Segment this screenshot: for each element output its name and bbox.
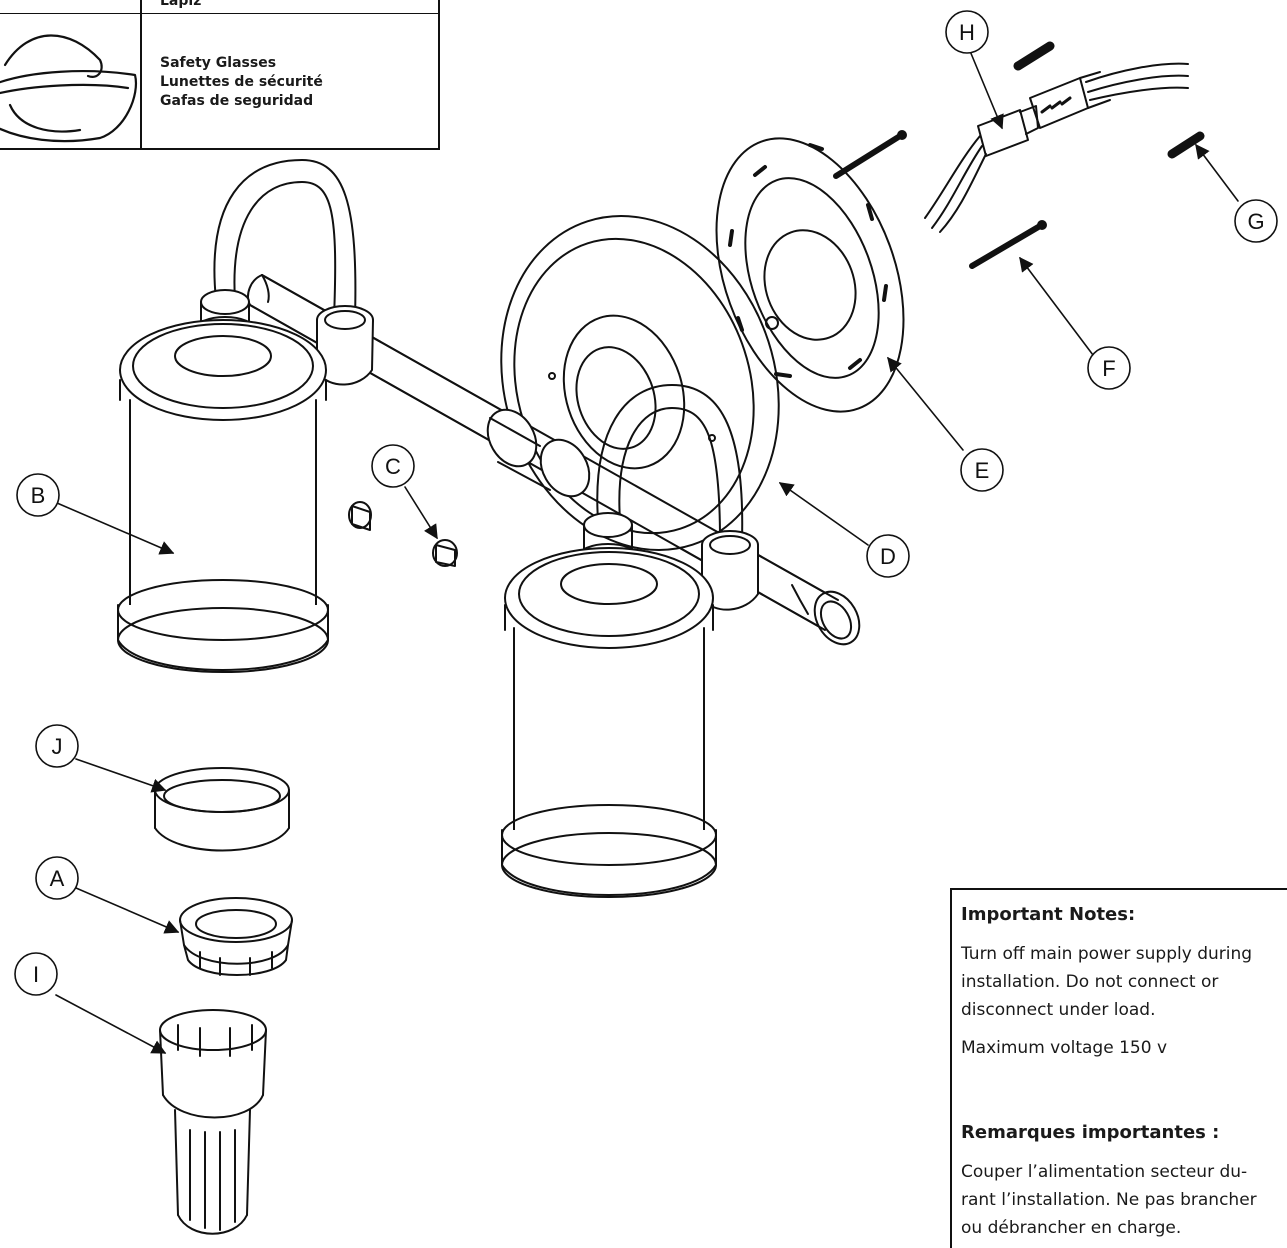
- svg-text:A: A: [50, 866, 65, 891]
- left-shade: [117, 159, 374, 673]
- tool-safety-glasses-label: Safety Glasses Lunettes de sécurité Gafa…: [160, 54, 323, 111]
- svg-text:J: J: [52, 734, 63, 759]
- notes-fr-line-2: rant l’installation. Ne pas brancher: [961, 1190, 1257, 1210]
- tools-box: Lapiz Safety Glasses Lunettes de sécurit…: [0, 0, 440, 150]
- callout-B: B: [16, 473, 60, 517]
- callout-C: C: [371, 444, 415, 488]
- callout-I: I: [14, 952, 58, 996]
- svg-text:C: C: [385, 454, 401, 479]
- svg-text:B: B: [31, 483, 46, 508]
- notes-en-line-1: Turn off main power supply during: [961, 944, 1253, 964]
- safety-glasses-fr: Lunettes de sécurité: [160, 74, 323, 90]
- notes-en-line-2: installation. Do not connect or: [961, 972, 1219, 992]
- callout-J: J: [35, 724, 79, 768]
- screws: [833, 41, 1205, 269]
- svg-text:G: G: [1247, 209, 1264, 234]
- notes-max-voltage: Maximum voltage 150 v: [961, 1038, 1168, 1058]
- tool-pencil-label: Lapiz: [160, 0, 202, 9]
- safety-glasses-en: Safety Glasses: [160, 55, 277, 71]
- callout-A: A: [35, 856, 79, 900]
- set-screw-caps: [348, 501, 458, 567]
- safety-glasses-es: Gafas de seguridad: [160, 93, 314, 109]
- svg-text:E: E: [975, 458, 990, 483]
- svg-text:H: H: [959, 20, 975, 45]
- notes-fr-line-1: Couper l’alimentation secteur du-: [961, 1162, 1248, 1182]
- right-shade: [486, 384, 759, 898]
- socket-body: [159, 1009, 267, 1235]
- svg-text:I: I: [33, 962, 39, 987]
- tools-divider: [140, 0, 142, 148]
- wire-connector: [924, 62, 1189, 233]
- threaded-ring: [179, 897, 293, 976]
- callout-H: H: [945, 10, 989, 54]
- leader-lines: [55, 50, 1239, 1054]
- callout-F: F: [1087, 346, 1131, 390]
- callout-G: G: [1234, 199, 1278, 243]
- notes-en-line-3: disconnect under load.: [961, 1000, 1156, 1020]
- svg-text:F: F: [1102, 356, 1115, 381]
- callout-E: E: [960, 448, 1004, 492]
- safety-glasses-icon: [0, 34, 138, 143]
- notes-heading-fr: Remarques importantes :: [961, 1122, 1220, 1143]
- callout-D: D: [866, 534, 910, 578]
- important-notes-box: Important Notes: Turn off main power sup…: [950, 888, 1287, 1248]
- notes-fr-line-3: ou débrancher en charge.: [961, 1218, 1182, 1238]
- mounting-plate: [715, 137, 905, 413]
- socket-ring: [154, 767, 290, 852]
- notes-heading-en: Important Notes:: [961, 904, 1136, 925]
- svg-text:D: D: [880, 544, 896, 569]
- tools-row-previous: [0, 0, 438, 14]
